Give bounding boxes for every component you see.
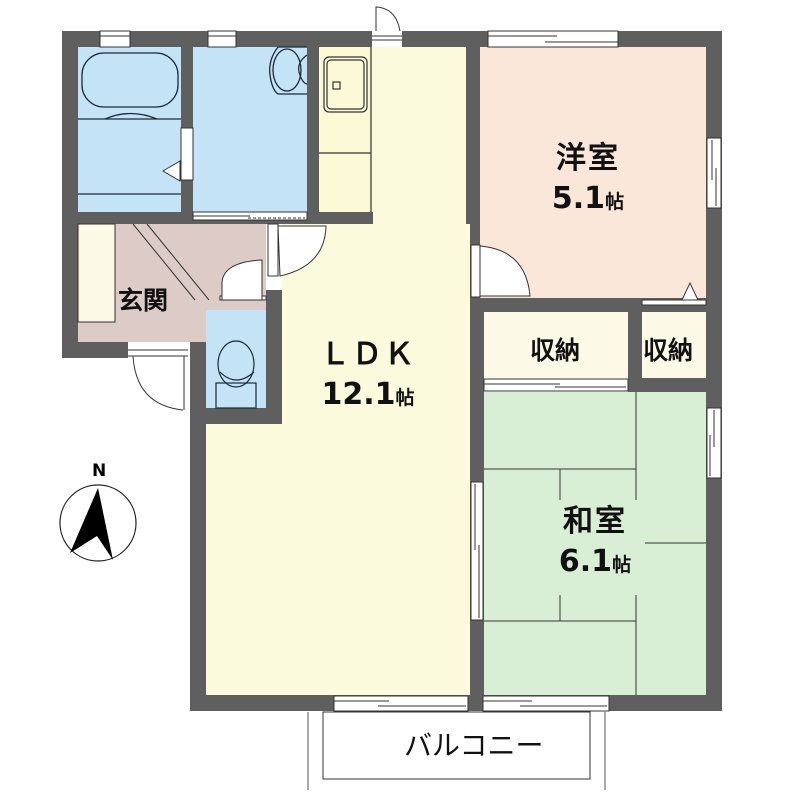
bath-door	[162, 127, 194, 182]
toilet-icon	[215, 340, 257, 409]
room-area: 12.1帖	[321, 377, 415, 412]
room-name: ＬＤＫ	[320, 337, 416, 372]
kitchen-top-door	[372, 6, 402, 47]
balcony	[307, 711, 606, 790]
storage-sliding-door	[483, 378, 629, 392]
kitchen-sink-icon	[319, 47, 372, 212]
room-area: 5.1帖	[551, 181, 625, 216]
entrance-step	[132, 223, 210, 301]
top-windows	[99, 30, 619, 48]
wash-basin-icon	[269, 46, 308, 95]
ldk-door	[267, 223, 327, 277]
balcony-label: バルコニー	[404, 729, 544, 762]
room-label-japanese: 和室 6.1帖	[540, 507, 650, 577]
bathtub-icon	[78, 52, 181, 195]
room-label-western: 洋室 5.1帖	[533, 144, 643, 214]
room-area: 6.1帖	[558, 544, 632, 579]
room-label-ldk: ＬＤＫ 12.1帖	[303, 340, 433, 410]
western-room-door	[470, 244, 531, 298]
balcony-windows	[333, 695, 610, 712]
room-label-storage-right: 収納	[643, 336, 694, 365]
right-windows	[706, 137, 722, 479]
room-label-entrance: 玄関	[118, 286, 169, 315]
tatami-lines	[484, 392, 706, 695]
room-name: 洋室	[556, 141, 620, 176]
japanese-room-sliding-door	[470, 481, 484, 621]
toilet-door	[219, 259, 267, 301]
room-label-storage-left: 収納	[530, 336, 581, 365]
north-arrow-icon	[59, 484, 137, 562]
compass-north-label: N	[92, 461, 107, 481]
room-name: 和室	[563, 504, 627, 539]
closet-door	[641, 281, 707, 306]
washroom-sliding-door	[192, 211, 308, 221]
front-door	[128, 342, 188, 411]
